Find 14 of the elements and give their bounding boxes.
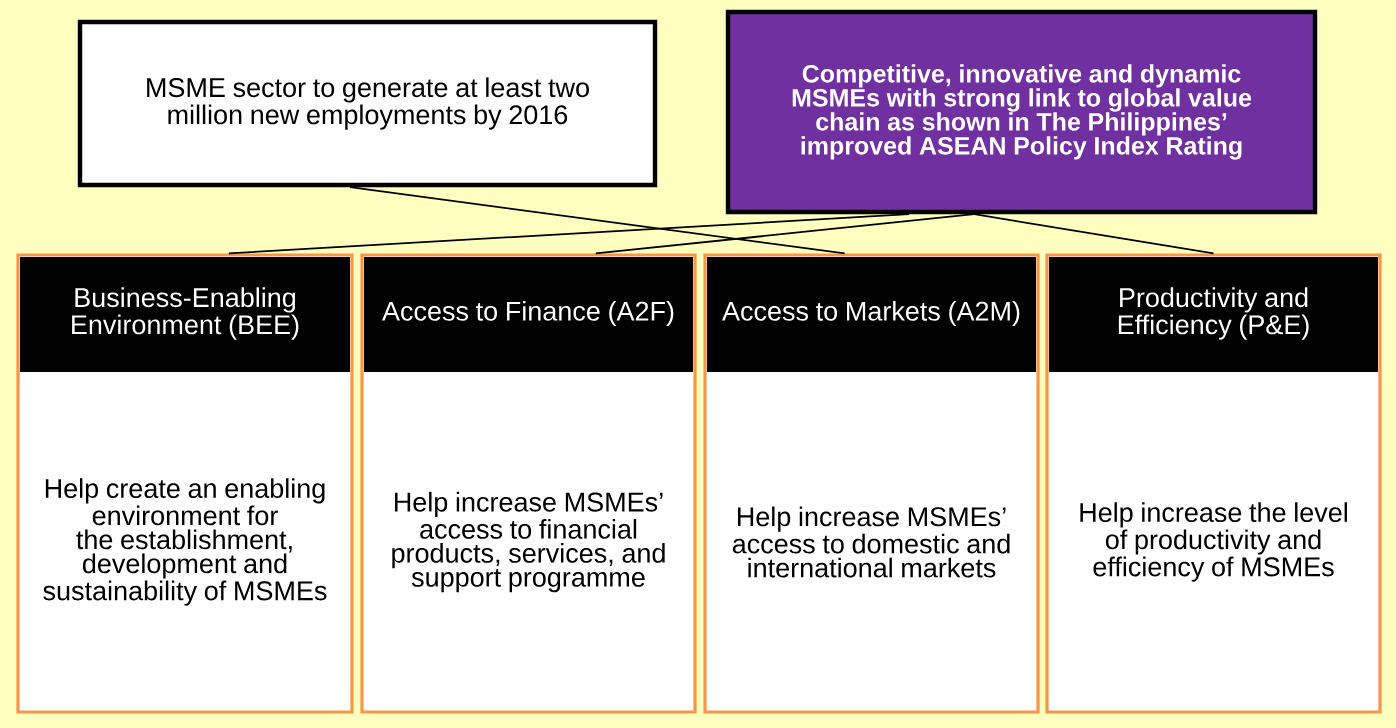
- pillar-description: Help create an enabling environment for the establishment, development and sustainability of MSMEs: [43, 478, 327, 606]
- connector-line: [973, 213, 1215, 255]
- goal-box: Competitive, innovative and dynamic MSMEs with strong link to global value chain as shown in The Philippines’ improved ASEAN Policy Index Rating: [725, 9, 1318, 215]
- connector-line: [594, 213, 976, 255]
- pillar-heading: Productivity and Efficiency (P&E): [1118, 287, 1309, 340]
- pillar-description: Help increase MSMEs’ access to domestic and international markets: [732, 506, 1010, 578]
- pillar-heading: Access to Finance (A2F): [382, 300, 674, 327]
- pillar-heading: Access to Markets (A2M): [722, 300, 1020, 327]
- pillar-heading: Business-Enabling Environment (BEE): [72, 287, 299, 340]
- goal-box: MSME sector to generate at least two million new employments by 2016: [77, 19, 658, 188]
- pillar-description: Help increase the level of productivity and efficiency of MSMEs: [1080, 502, 1347, 582]
- connector-line: [227, 213, 911, 255]
- pillar-description: Help increase MSMEs’ access to financial products, services, and support programme: [392, 491, 665, 593]
- connector-line: [349, 186, 846, 255]
